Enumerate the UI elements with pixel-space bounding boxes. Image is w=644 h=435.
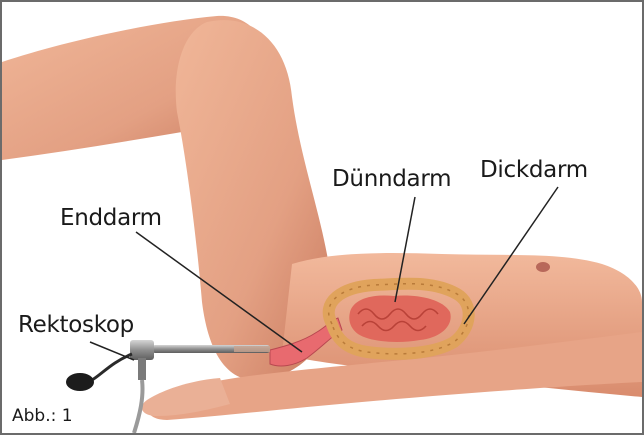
label-duenndarm: Dünndarm <box>332 166 451 192</box>
nipple-shape <box>536 262 550 272</box>
rektoskop-cable <box>134 380 143 433</box>
rektoskop-handle <box>138 358 146 380</box>
label-enddarm: Enddarm <box>60 205 162 231</box>
rektoskop-head <box>130 340 154 360</box>
leader-line-rektoskop <box>90 342 134 360</box>
insufflation-bulb <box>66 373 94 391</box>
figure-caption: Abb.: 1 <box>12 406 73 426</box>
insufflation-hose <box>92 354 132 380</box>
small-intestine-shape <box>349 296 450 342</box>
label-dickdarm: Dickdarm <box>480 157 588 183</box>
rektoskop-tip-glass <box>234 346 270 352</box>
label-rektoskop: Rektoskop <box>18 312 134 338</box>
